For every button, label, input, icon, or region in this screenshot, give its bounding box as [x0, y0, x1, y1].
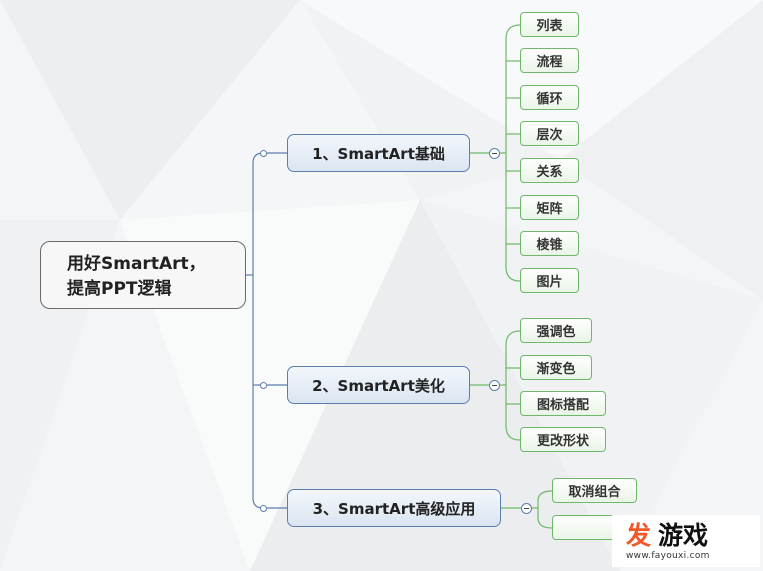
subtopic-matrix[interactable]: 矩阵: [520, 195, 579, 220]
subtopic-icon-pairing[interactable]: 图标搭配: [520, 391, 606, 416]
root-topic-line-2: 提高PPT逻辑: [67, 279, 172, 299]
subtopic-cycle[interactable]: 循环: [520, 85, 579, 110]
subtopic-accent-color[interactable]: 强调色: [520, 318, 592, 343]
branch-topic-2[interactable]: 2、SmartArt美化: [287, 366, 470, 404]
subtopic-pyramid[interactable]: 棱锥: [520, 231, 579, 256]
watermark-mark: 发: [626, 521, 652, 550]
subtopic-picture[interactable]: 图片: [520, 268, 579, 293]
subtopic-gradient[interactable]: 渐变色: [520, 355, 592, 380]
watermark-url: www.fayouxi.com: [626, 551, 710, 561]
subtopic-change-shape[interactable]: 更改形状: [520, 427, 606, 452]
site-watermark-logo: 发 游戏 www.fayouxi.com: [612, 515, 760, 567]
leaf-connectors: [470, 24, 553, 529]
collapse-toggle-icon[interactable]: [489, 379, 500, 391]
collapse-toggle-icon[interactable]: [489, 147, 500, 159]
subtopic-hierarchy[interactable]: 层次: [520, 121, 579, 146]
branch-1-connector-dot: [260, 149, 267, 157]
branch-3-connector-dot: [260, 504, 267, 512]
collapse-toggle-icon[interactable]: [521, 502, 532, 514]
branch-topic-3[interactable]: 3、SmartArt高级应用: [287, 489, 501, 527]
root-connectors: [246, 152, 287, 509]
subtopic-relationship[interactable]: 关系: [520, 158, 579, 183]
subtopic-ungroup[interactable]: 取消组合: [552, 478, 637, 503]
subtopic-list[interactable]: 列表: [520, 12, 579, 37]
branch-2-connector-dot: [260, 381, 267, 389]
branch-topic-1[interactable]: 1、SmartArt基础: [287, 134, 470, 172]
watermark-name: 游戏: [658, 521, 709, 550]
root-topic[interactable]: 用好SmartArt， 提高PPT逻辑: [40, 241, 246, 309]
root-topic-line-1: 用好SmartArt，: [67, 254, 206, 274]
subtopic-process[interactable]: 流程: [520, 48, 579, 73]
